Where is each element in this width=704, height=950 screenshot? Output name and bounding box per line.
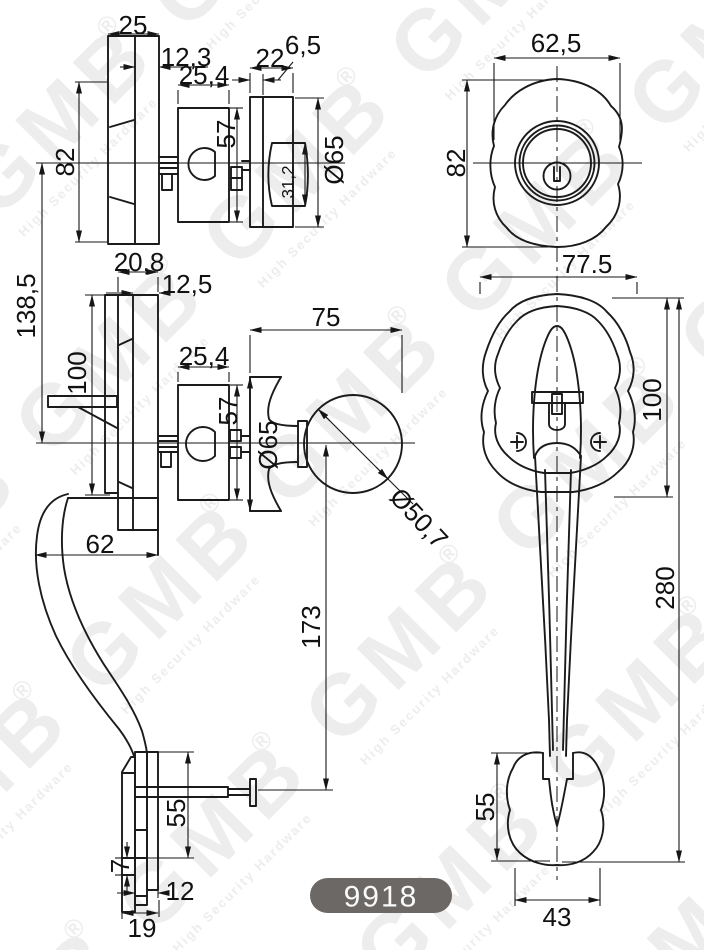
dim-77-5-label: 77.5 [562, 249, 613, 279]
dim-138-5-label: 138,5 [11, 273, 41, 338]
svg-text:GMB: GMB [609, 0, 704, 149]
pull-handle-inner-curve [60, 497, 148, 754]
handle-plate-outline [480, 293, 636, 493]
dim-7-label: 7 [105, 859, 135, 873]
handleset-side-view [34, 162, 415, 791]
dim-25-4-mid-label: 25,4 [179, 341, 230, 371]
spindle [134, 786, 229, 798]
dim-12-label: 12 [166, 876, 195, 906]
deadbolt-side-view [55, 31, 345, 245]
dim-100-side-label: 100 [62, 351, 92, 394]
dim-62-label: 62 [86, 529, 115, 559]
dim-20-8-label: 20,8 [114, 247, 165, 277]
latch-cam-top [187, 147, 216, 181]
dim-43-label: 43 [543, 902, 572, 932]
dim-173-label: 173 [296, 605, 326, 648]
dim-280-label: 280 [650, 566, 680, 609]
dim-57-mid-label: 57 [213, 397, 243, 426]
dim-55-cap-label: 55 [470, 793, 500, 822]
svg-text:GMB: GMB [0, 3, 175, 234]
dim-82-side-label: 82 [50, 148, 80, 177]
dim-12-3-label: 12,3 [161, 42, 212, 72]
dim-75-label: 75 [312, 302, 341, 332]
dim-12-5-label: 12,5 [162, 269, 213, 299]
latch-bolt [47, 395, 118, 408]
dim-55-side-label: 55 [161, 799, 191, 828]
handleset-front-view [480, 293, 685, 906]
thumb-latch-bar [531, 391, 584, 404]
deadbolt-face-view [462, 55, 642, 880]
svg-text:GMB: GMB [575, 821, 704, 950]
dim-82-face-label: 82 [441, 149, 471, 178]
door-knob [303, 394, 403, 494]
interior-mount-view [115, 751, 257, 919]
svg-text:High Security Hardware: High Security Hardware [0, 520, 25, 665]
handle-grip-right [565, 455, 582, 757]
dim-22-label: 22 [256, 43, 285, 73]
svg-text:High Security Hardware: High Security Hardware [0, 0, 110, 1]
dim-25-label: 25 [119, 10, 148, 40]
latch-cam-mid [185, 426, 216, 462]
dim-d65-mid-label: Ø65 [253, 420, 283, 469]
dim-d65-top-label: Ø65 [319, 135, 349, 184]
dim-62-5-label: 62,5 [531, 28, 582, 58]
model-number: 9918 [344, 881, 419, 914]
svg-text:GMB: GMB [336, 770, 567, 950]
mounting-screws [510, 435, 607, 449]
pull-handle-outer-curve [34, 493, 135, 757]
dim-d50-7-label: Ø50,7 [384, 482, 454, 554]
dim-6-5-label: 6,5 [285, 30, 321, 60]
dim-25-4-top-label: 25,4 [179, 60, 230, 90]
handle-grip-left [534, 455, 551, 757]
model-badge: 9918 [310, 878, 452, 914]
dim-57-top-label: 57 [211, 120, 241, 149]
bottom-cap-outline [505, 751, 606, 867]
dim-100-front-label: 100 [637, 378, 667, 421]
dim-19-label: 19 [128, 913, 157, 943]
dim-31-2-label: 31,2 [279, 165, 298, 198]
